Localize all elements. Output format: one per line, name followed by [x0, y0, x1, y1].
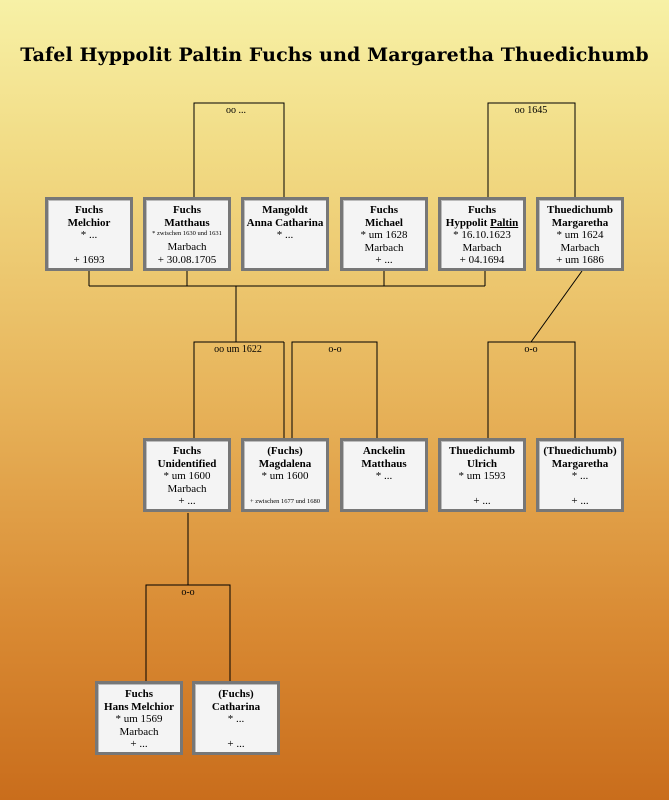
person-surname: Fuchs	[172, 445, 202, 457]
person-death: + 30.08.1705	[157, 253, 217, 266]
person-given-name: Matthaus	[164, 216, 210, 229]
page-title: Tafel Hyppolit Paltin Fuchs und Margaret…	[20, 44, 649, 66]
person-box-margaretha2[interactable]: (Thuedichumb) Margaretha * ... + ...	[536, 438, 624, 512]
person-surname: Fuchs	[124, 688, 154, 700]
person-death: + 04.1694	[459, 254, 505, 266]
person-surname: Fuchs	[369, 204, 399, 216]
person-place: Marbach	[167, 482, 207, 495]
person-box-margaretha[interactable]: Thuedichumb Margaretha * um 1624 Marbach…	[536, 197, 624, 271]
person-box-hansmelchior[interactable]: Fuchs Hans Melchior * um 1569 Marbach + …	[95, 681, 183, 755]
marriage-bracket-gen3	[145, 584, 231, 681]
marriage-bracket-gen2-left	[193, 341, 284, 438]
person-given-name: Ulrich	[467, 457, 497, 470]
person-birth: * 16.10.1623	[453, 229, 511, 241]
person-box-catharina[interactable]: (Fuchs) Catharina * ... + ...	[192, 681, 280, 755]
marriage-bracket-gen2-mid	[291, 341, 378, 438]
person-birth: * zwischen 1630 und 1631	[152, 230, 222, 237]
person-surname: Mangoldt	[262, 204, 308, 216]
person-surname: Fuchs	[467, 204, 497, 216]
person-given-name: Margaretha	[551, 216, 609, 229]
person-birth: * um 1600	[163, 470, 211, 482]
person-given-name: Hans Melchior	[104, 700, 174, 713]
person-birth: * ...	[80, 229, 98, 241]
person-box-unidentified[interactable]: Fuchs Unidentified * um 1600 Marbach + .…	[143, 438, 231, 512]
person-surname: (Fuchs)	[267, 445, 303, 457]
person-surname: Thuedichumb	[448, 445, 516, 457]
person-death: + ...	[130, 738, 148, 750]
person-place	[441, 483, 523, 496]
person-birth: * ...	[276, 229, 294, 241]
marriage-label-gen3: o-o	[181, 587, 195, 598]
person-surname: Thuedichumb	[546, 204, 614, 216]
person-place	[48, 242, 130, 255]
person-death: + zwischen 1677 und 1680	[249, 497, 321, 505]
person-given-name: Anna Catharina	[246, 216, 324, 229]
descent-line-thuedichumb	[530, 270, 583, 343]
person-box-matthaus[interactable]: Fuchs Matthaus * zwischen 1630 und 1631 …	[143, 197, 231, 271]
person-place: Marbach	[119, 725, 159, 738]
person-given-name: Unidentified	[157, 457, 217, 470]
person-place	[539, 483, 621, 496]
marriage-bracket-gen1-right	[487, 102, 576, 197]
person-given-name: Melchior	[67, 216, 111, 229]
person-death: + ...	[227, 738, 245, 750]
marriage-bracket-gen1-left	[193, 102, 285, 197]
person-place: Marbach	[560, 241, 600, 254]
person-place: Marbach	[167, 241, 207, 253]
marriage-label-gen1-left: oo ...	[226, 105, 246, 116]
person-death: + ...	[571, 495, 589, 507]
person-death: + ...	[178, 495, 196, 507]
marriage-label-gen2-mid: o-o	[328, 344, 342, 355]
person-death: + ...	[473, 495, 491, 507]
person-surname: (Thuedichumb)	[543, 445, 617, 457]
person-birth: * ...	[375, 470, 393, 482]
person-death: + ...	[375, 254, 393, 266]
person-box-anckelin[interactable]: Anckelin Matthaus * ...	[340, 438, 428, 512]
person-surname: Fuchs	[74, 204, 104, 216]
person-birth: * um 1569	[115, 713, 163, 725]
person-given-name: Michael	[365, 216, 403, 229]
marriage-label-gen2-left: oo um 1622	[214, 344, 262, 355]
person-place: Marbach	[364, 241, 404, 254]
person-birth: * ...	[571, 470, 589, 482]
person-death: + um 1686	[556, 254, 604, 266]
person-given-name: Catharina	[211, 700, 261, 713]
person-box-ulrich[interactable]: Thuedichumb Ulrich * um 1593 + ...	[438, 438, 526, 512]
person-given-name: Hyppolit Paltin	[445, 216, 519, 229]
person-birth: * um 1600	[261, 470, 309, 482]
person-given-name: Magdalena	[258, 457, 312, 470]
person-surname: Fuchs	[172, 204, 202, 216]
person-box-anna[interactable]: Mangoldt Anna Catharina * ...	[241, 197, 329, 271]
person-surname: (Fuchs)	[218, 688, 254, 700]
person-birth: * um 1624	[556, 229, 604, 241]
person-given-name: Matthaus	[361, 457, 407, 470]
person-place: Marbach	[462, 241, 502, 254]
person-birth: * um 1628	[360, 229, 408, 241]
marriage-label-gen1-right: oo 1645	[514, 105, 548, 116]
person-box-michael[interactable]: Fuchs Michael * um 1628 Marbach + ...	[340, 197, 428, 271]
person-surname: Anckelin	[362, 445, 406, 457]
marriage-label-gen2-right: o-o	[524, 344, 538, 355]
person-box-hyppolit[interactable]: Fuchs Hyppolit Paltin * 16.10.1623 Marba…	[438, 197, 526, 271]
person-birth: * ...	[227, 713, 245, 725]
person-death: + 1693	[73, 254, 105, 266]
person-given-name: Margaretha	[551, 457, 609, 470]
person-place	[195, 726, 277, 739]
marriage-bracket-gen2-right	[487, 341, 576, 438]
person-box-melchior[interactable]: Fuchs Melchior * ... + 1693	[45, 197, 133, 271]
person-birth: * um 1593	[458, 470, 506, 482]
person-box-magdalena[interactable]: (Fuchs) Magdalena * um 1600 + zwischen 1…	[241, 438, 329, 512]
